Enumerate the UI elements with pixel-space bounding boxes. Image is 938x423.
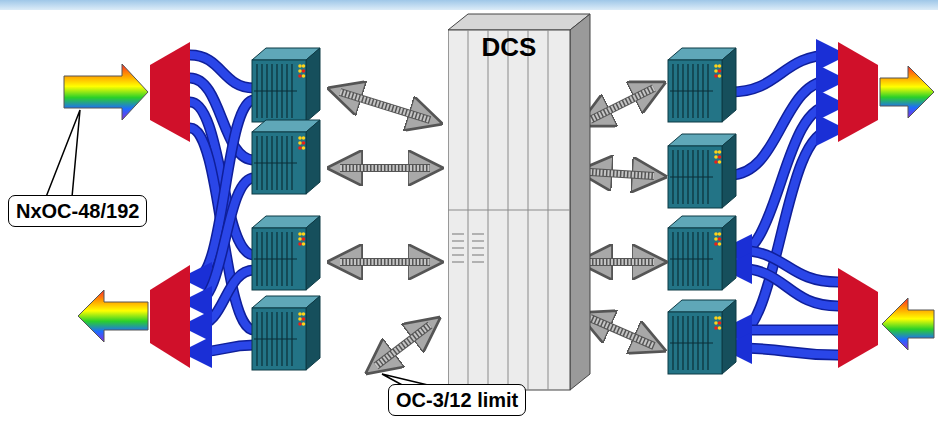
callout-text: NxOC-48/192 — [16, 198, 139, 224]
adm-rack — [668, 300, 736, 374]
title-band — [0, 0, 938, 10]
dcs-cabinet — [448, 12, 593, 392]
adm-rack — [252, 296, 320, 370]
callout-box: NxOC-48/192 — [8, 195, 147, 227]
adm-rack — [668, 134, 736, 208]
adm-rack — [252, 120, 320, 194]
adm-rack — [252, 216, 320, 290]
adm-rack — [668, 216, 736, 290]
callout-box: OC-3/12 limit — [388, 384, 526, 416]
dcs-switch: DCS — [448, 12, 593, 392]
adm-rack — [252, 48, 320, 122]
callout-leaders — [46, 110, 432, 386]
device-label: DCS — [448, 12, 570, 63]
adm-rack — [668, 48, 736, 122]
callout-text: OC-3/12 limit — [396, 387, 518, 413]
